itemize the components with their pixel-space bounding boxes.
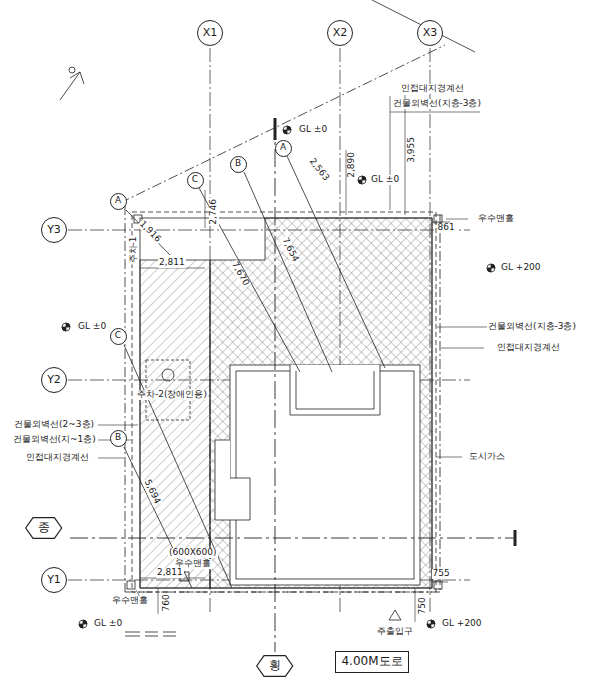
section-circle: A [275, 140, 292, 157]
node-text: Y3 [47, 224, 61, 236]
level-label: GL ±0 [298, 125, 328, 135]
level-symbol [62, 126, 495, 628]
manhole [127, 215, 442, 589]
level-label: GL ±0 [93, 619, 123, 629]
dimension-label: 2,563 [306, 156, 331, 184]
grid-bubble: Y3 [41, 217, 67, 243]
dimension-label: 750 [417, 596, 427, 615]
dimension-label: 3,955 [407, 136, 417, 164]
hatch-area [140, 260, 210, 588]
section-circle: B [110, 430, 127, 447]
node-text: B [235, 159, 241, 169]
section-line [70, 120, 515, 652]
wall-note: 건물외벽선(지층-3층) [392, 99, 482, 109]
setback-line [124, 156, 385, 588]
manhole-note: 우수맨홀 [477, 214, 515, 224]
section-marker: 종 [25, 517, 62, 539]
level-label: GL ±0 [77, 322, 107, 332]
level-label: GL +200 [500, 263, 542, 273]
north-arrow [60, 67, 84, 100]
node-text: X1 [203, 27, 218, 39]
level-label: GL ±0 [370, 175, 400, 185]
grid-bubble: Y1 [41, 567, 67, 593]
section-circle: B [230, 156, 247, 173]
section-marker-outline [257, 656, 293, 677]
site-boundary [120, 45, 445, 592]
dimension-label: 2,811 [156, 568, 184, 578]
node-text: Y1 [47, 574, 61, 586]
road-label: 4.00M도로 [335, 651, 409, 673]
grid-bubble: X3 [417, 20, 443, 46]
node-text: 4.00M도로 [341, 655, 402, 668]
wall-note: 건물외벽선(2~3층) [13, 420, 95, 430]
node-text: A [115, 196, 121, 206]
boundary-mark [125, 632, 176, 636]
section-tick [514, 530, 517, 546]
wall-note: 건물외벽선(지층-3층) [487, 322, 577, 332]
node-text: B [115, 433, 121, 443]
entrance-label: 주출입구 [376, 627, 414, 637]
node-text: 종 [38, 521, 50, 534]
section-tick [274, 118, 277, 140]
boundary-line [372, 0, 475, 52]
boundary-note: 인접대지경계선 [496, 343, 561, 353]
node-text: X2 [333, 27, 348, 39]
grid-lines [68, 48, 470, 615]
node-text: A [280, 143, 286, 153]
dimension-line [140, 95, 450, 622]
building-wall [132, 212, 436, 592]
section-marker-outline [26, 518, 62, 539]
dimension-label: 1,916 [137, 219, 164, 246]
parking-label: 주차-2(장애인용) [136, 390, 208, 400]
level-label: GL +200 [441, 619, 483, 629]
grid-bubble: X2 [327, 20, 353, 46]
dimension-label: 2,746 [209, 198, 219, 226]
parking-space [162, 369, 174, 381]
gas-note: 도시가스 [468, 452, 506, 462]
manhole-note: (600X600) [168, 548, 218, 558]
parking-label: 주차-1 [128, 235, 138, 264]
node-text: C [192, 175, 198, 185]
section-circle: C [110, 328, 127, 345]
section-circle: A [110, 193, 127, 210]
section-marker: 횡 [256, 655, 293, 677]
dimension-label: 2,811 [158, 258, 186, 268]
dimension-label: 760 [161, 593, 171, 612]
manhole-note: 우수맨홀 [111, 596, 149, 606]
boundary-note: 인접대지경계선 [25, 453, 90, 463]
hatch-area [210, 218, 432, 588]
dimension-label: 2,890 [347, 151, 357, 179]
node-text: 횡 [269, 659, 281, 672]
dimension-label: 755 [432, 569, 451, 579]
boundary-note: 인접대지경계선 [400, 84, 465, 94]
inner-outline [215, 365, 420, 585]
node-text: Y2 [47, 374, 61, 386]
entrance-mark [389, 610, 401, 620]
grid-bubble: Y2 [41, 367, 67, 393]
grid-bubble: X1 [197, 20, 223, 46]
node-text: C [115, 331, 121, 341]
building-wall [140, 218, 432, 588]
wall-note: 건물외벽선(지~1층) [12, 435, 97, 445]
dimension-label: 861 [437, 223, 456, 233]
leader-line [98, 96, 488, 597]
node-text: X3 [423, 27, 438, 39]
section-circle: C [187, 172, 204, 189]
